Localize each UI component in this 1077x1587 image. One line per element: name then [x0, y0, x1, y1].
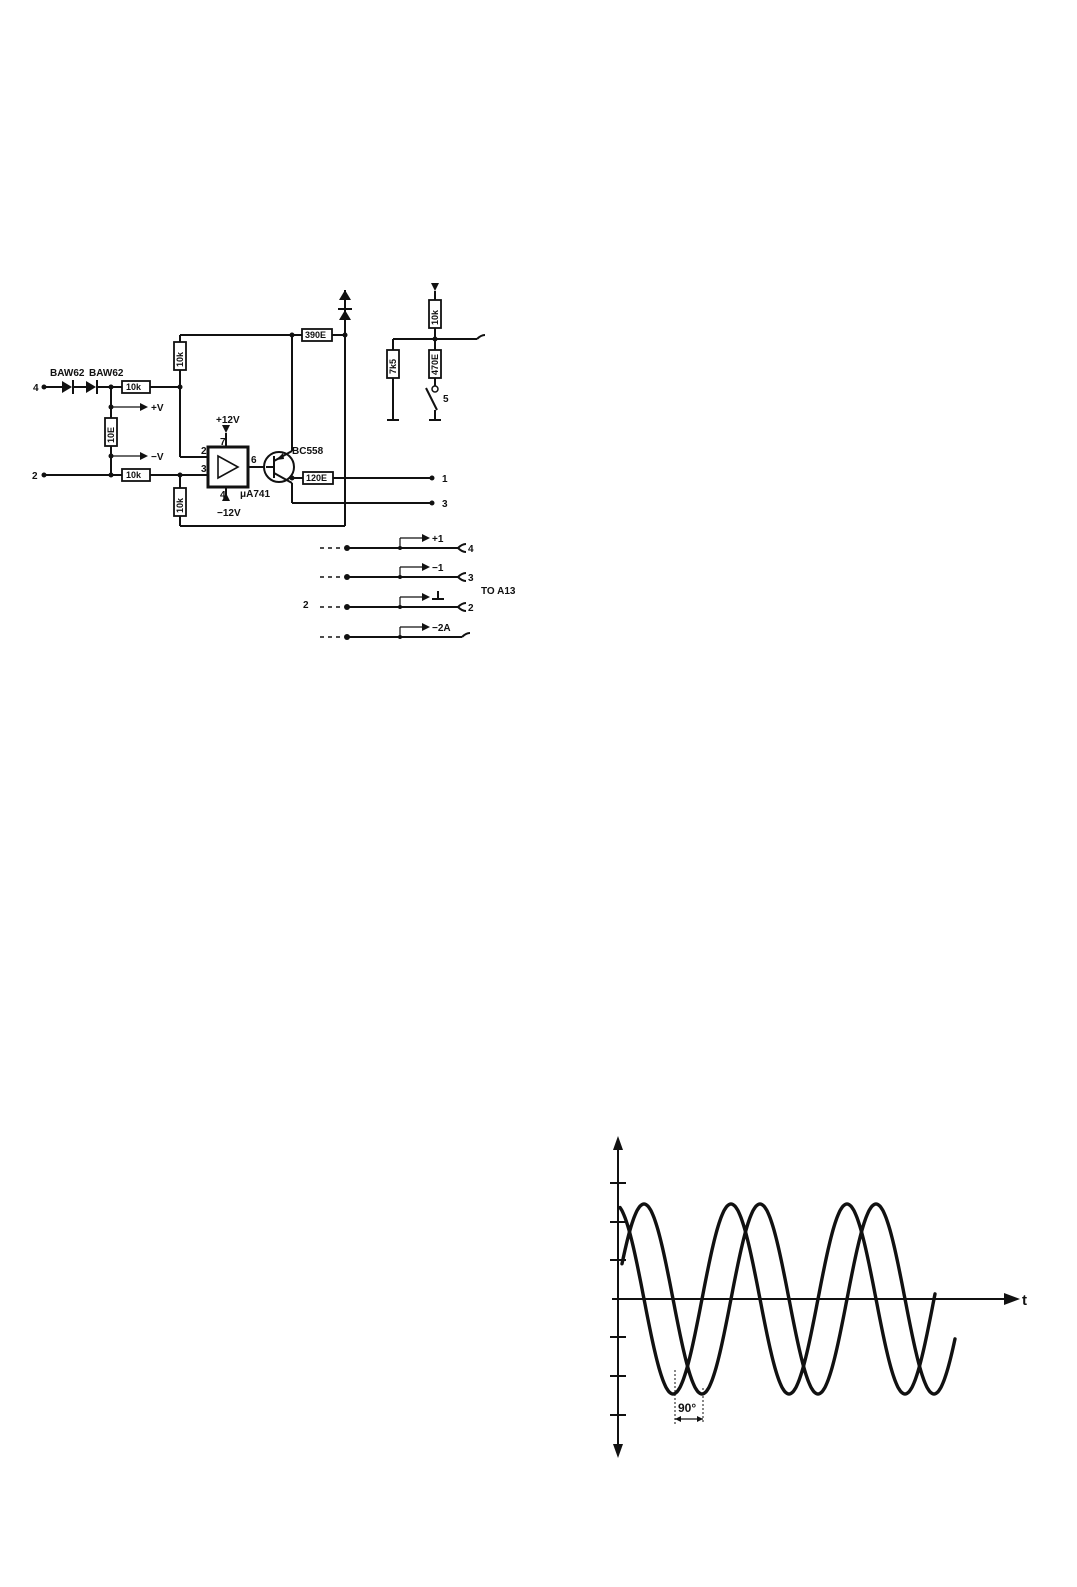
terminal-2-label: 2 [32, 471, 38, 482]
connector-row2-pin: 3 [468, 573, 474, 584]
minus-v-label: −V [151, 452, 164, 463]
switch-label: 5 [443, 394, 449, 405]
opamp-vminus-label: −12V [217, 508, 241, 519]
connector-row1-pin: 4 [468, 544, 474, 555]
opamp-vplus-label: +12V [216, 415, 240, 426]
opamp-pin-4: 4 [220, 490, 226, 501]
terminal-3-label: 3 [442, 499, 448, 510]
resistor-right-left-label: 7k5 [388, 359, 398, 374]
plus-v-label: +V [151, 403, 164, 414]
waveform-sine-a [622, 1204, 955, 1394]
transistor-label: BC558 [292, 446, 324, 457]
resistor-in-top-label: 10k [126, 382, 142, 392]
connector-row1-signal: +1 [432, 534, 444, 545]
input-section: 4 BAW62 BAW62 10k 10E +V −V 2 [32, 368, 208, 482]
resistor-output-label: 120E [306, 473, 327, 483]
y-axis-arrow-down [613, 1444, 623, 1458]
connector-block: +1 4 −1 3 2 2 TO A13 −2 [303, 534, 516, 640]
right-subcircuit: 10k 7k5 470E 5 [387, 283, 485, 420]
opamp-pin-3: 3 [201, 464, 207, 475]
connector-destination: TO A13 [481, 586, 516, 597]
connector-row2-signal: −1 [432, 563, 444, 574]
connector-left-label: 2 [303, 600, 309, 611]
resistor-right-mid-label: 470E [430, 354, 440, 375]
diode-1-label: BAW62 [50, 368, 85, 379]
opamp-pin-6: 6 [251, 455, 257, 466]
opamp-section: 10k 2 3 10k +12V 7 4 −12V μA741 6 [174, 290, 448, 526]
terminal-1-label: 1 [442, 474, 448, 485]
opamp-block [208, 447, 248, 487]
resistor-in-bottom-label: 10k [126, 470, 142, 480]
opamp-pin-2: 2 [201, 446, 207, 457]
diode-1 [62, 381, 72, 393]
resistor-shunt-label: 10E [106, 427, 116, 443]
connector-row3-pin: 2 [468, 603, 474, 614]
x-axis-label: t [1022, 1292, 1027, 1309]
opamp-pin-7: 7 [220, 437, 226, 448]
waveform-diagram: t 90° [610, 1136, 1027, 1458]
x-axis-arrow [1004, 1293, 1020, 1305]
resistor-emitter-label: 390E [305, 330, 326, 340]
diode-2 [86, 381, 96, 393]
phase-label: 90° [678, 1401, 696, 1415]
y-axis-arrow-up [613, 1136, 623, 1150]
resistor-feedback-top-label: 10k [175, 351, 185, 367]
zener-diode [339, 310, 351, 320]
opamp-name: μA741 [240, 489, 270, 500]
terminal-4-label: 4 [33, 383, 39, 394]
resistor-right-top-label: 10k [430, 309, 440, 325]
diode-2-label: BAW62 [89, 368, 124, 379]
switch-contact [432, 386, 438, 392]
resistor-feedback-bottom-label: 10k [175, 497, 185, 513]
connector-row4-signal: −2A [432, 623, 451, 634]
